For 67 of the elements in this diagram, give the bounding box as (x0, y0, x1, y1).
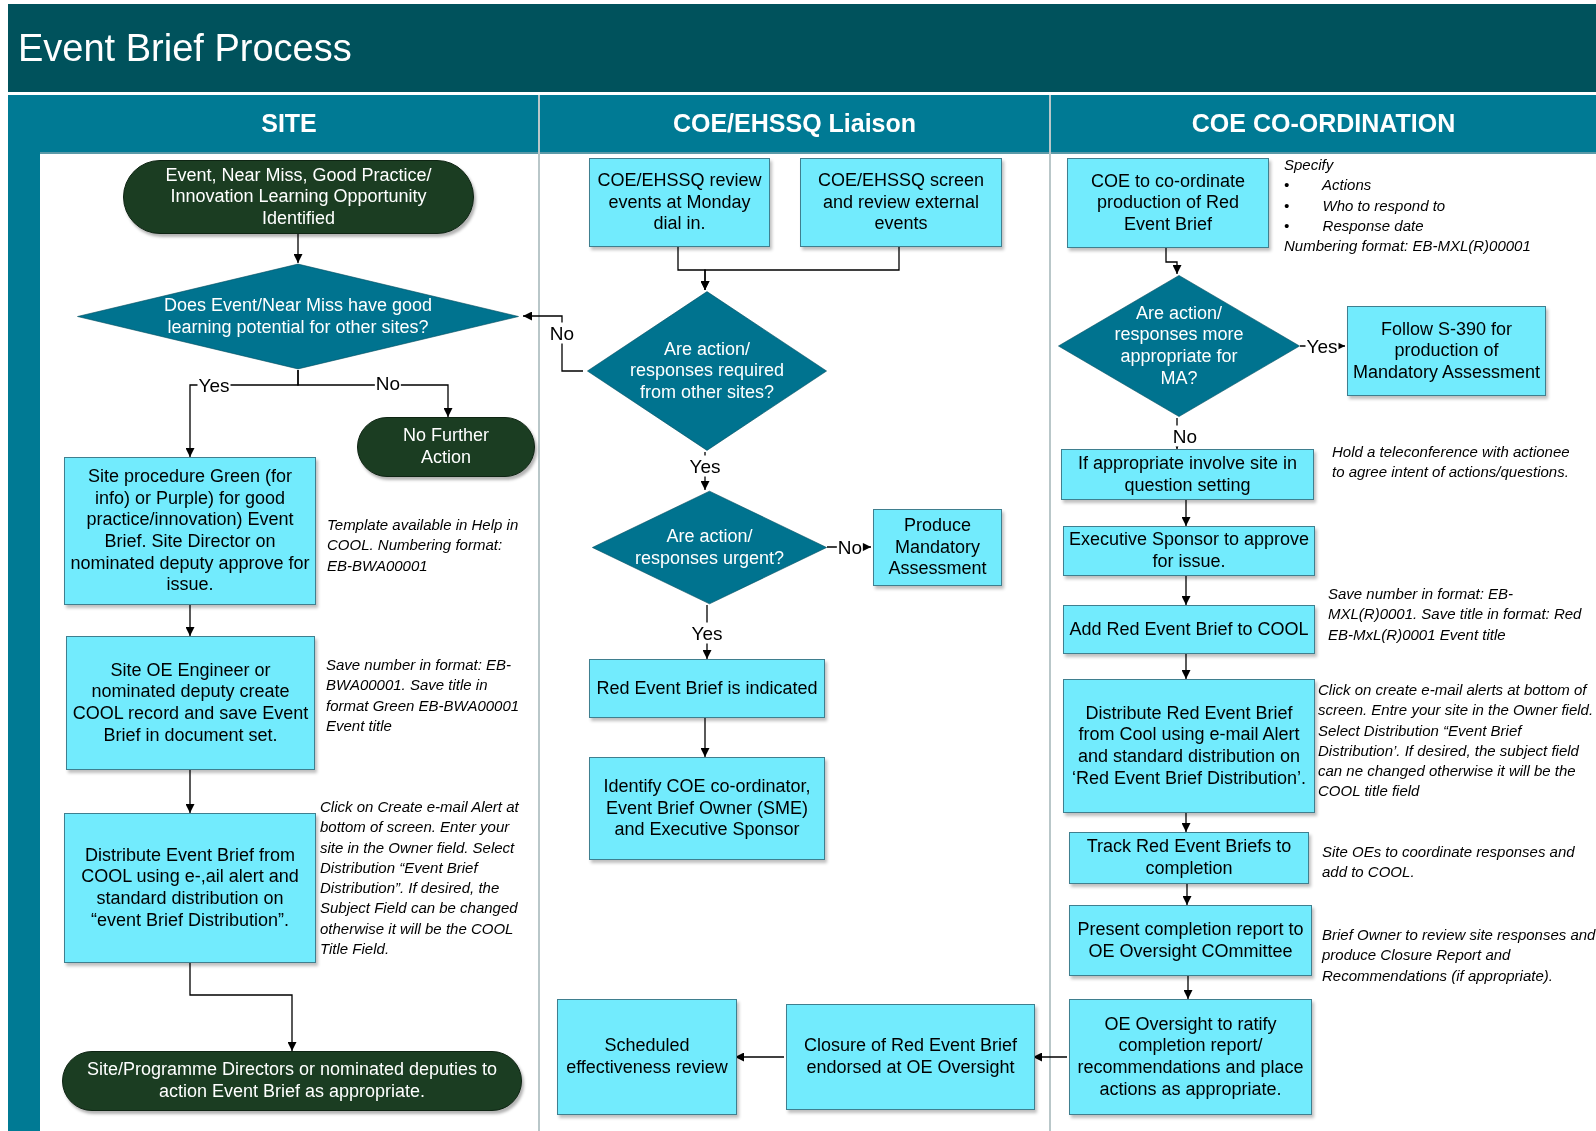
arrow (185, 604, 195, 637)
process-box: COE/EHSSQ review events at Monday dial in. (589, 158, 770, 247)
process-box: Present completion report to OE Oversight COmmittee (1069, 905, 1312, 976)
note-text: Hold a teleconference with actionee to agree intent of actions/questions. (1332, 442, 1571, 483)
note-text: Numbering format: EB-MXL(R)00001 (1284, 236, 1532, 256)
process-box: Site procedure Green (for info) or Purple) for good practice/innovation) Event Brief. Site Director on nominated deputy approve for issue. (64, 457, 316, 605)
process-box: OE Oversight to ratify completion report/ recommendations and place actions as appropriate. (1069, 999, 1312, 1115)
process-box: Executive Sponsor to approve for issue. (1063, 526, 1315, 576)
title: Event Brief Process (8, 4, 1596, 92)
arrow (700, 246, 900, 291)
arrow (1182, 883, 1192, 906)
note-text: Brief Owner to review site responses and produce Closure Report and Recommendations (if appropriate). (1322, 925, 1596, 986)
edge-label: Yes (690, 622, 724, 644)
arrow (826, 542, 872, 552)
lane-header: SITE (40, 95, 538, 154)
process-box: Distribute Event Brief from COOL using e-,ail alert and standard distribution on “event Brief Distribution”. (64, 813, 316, 963)
process-box: Follow S-390 for production of Mandatory Assessment (1347, 306, 1546, 396)
process-box: Site OE Engineer or nominated deputy create COOL record and save Event Brief in document set. (66, 636, 315, 770)
edge-label: Yes (688, 455, 722, 477)
process-box: Red Event Brief is indicated (589, 659, 825, 718)
swim-lane (8, 95, 538, 1131)
note-text: Click on Create e-mail Alert at bottom of screen. Enter your site in the Owner field. Select Distribution “Event Brief Distribution”. If desired, the Subject Field can be changed otherwise it will be the COOL Title Field. (320, 797, 520, 959)
note-text: Save number in format: EB-BWA00001. Save title in format Green EB-BWA00001 Event title (326, 655, 521, 736)
arrow (1032, 1052, 1068, 1062)
arrow (1165, 247, 1182, 275)
arrow (1181, 499, 1191, 527)
process-box: COE/EHSSQ screen and review external events (800, 158, 1002, 247)
lane-header: COE CO-ORDINATION (1051, 95, 1596, 154)
decision-diamond: Are action/ responses required from other sites? (585, 290, 829, 452)
note-text: Site OEs to coordinate responses and add to COOL. (1322, 842, 1576, 883)
arrow (1181, 653, 1191, 680)
process-box: Track Red Event Briefs to completion (1069, 832, 1309, 884)
bullet-item: • Who to respond to (1284, 195, 1447, 216)
swim-lane (1049, 95, 1596, 1131)
note-text: Specify (1284, 155, 1335, 175)
process-box: If appropriate involve site in question setting (1061, 449, 1314, 500)
edge-label: No (1171, 425, 1199, 447)
swim-lane (538, 95, 1049, 1131)
process-box: Produce Mandatory Assessment (873, 509, 1002, 586)
decision-diamond: Are action/ responses urgent? (590, 490, 829, 605)
arrow (1299, 341, 1346, 351)
note-text: Template available in Help in COOL. Numbering format: EB-BWA00001 (327, 515, 520, 576)
bullet-item: • Response date (1284, 215, 1425, 236)
arrow (522, 311, 584, 372)
process-box: Closure of Red Event Brief endorsed at OE Oversight (786, 1004, 1035, 1110)
arrow (700, 451, 710, 491)
lane-header: COE/EHSSQ Liaison (540, 95, 1049, 154)
arrow (700, 717, 710, 758)
edge-label: No (548, 322, 576, 344)
arrow (293, 233, 303, 264)
process-box: Identify COE co-ordinator, Event Brief Owner (SME) and Executive Sponsor (589, 757, 825, 860)
decision-diamond: Are action/ responses more appropriate for MA? (1056, 274, 1302, 418)
process-box: Distribute Red Event Brief from Cool using e-mail Alert and standard distribution on ‘Red Event Brief Distribution’. (1063, 679, 1315, 813)
process-box: COE to co-ordinate production of Red Event Brief (1067, 158, 1269, 248)
note-text: Click on create e-mail alerts at bottom of screen. Entre your site in the Owner field. Select Distribution “Event Brief Distribution’. If desired, the subject field can ne changed otherwise it will be the COOL title field (1318, 680, 1595, 802)
bullet-item: • Actions (1284, 175, 1373, 196)
arrow (185, 769, 195, 814)
arrow (702, 604, 712, 660)
arrow (734, 1052, 785, 1062)
arrow (1183, 975, 1193, 1000)
process-box: Scheduled effectiveness review (557, 999, 737, 1115)
arrow (189, 962, 297, 1052)
arrow (1181, 812, 1191, 833)
arrow (1181, 575, 1191, 606)
process-box: Add Red Event Brief to COOL (1063, 605, 1315, 654)
arrow (297, 369, 453, 418)
note-text: Save number in format: EB-MXL(R)0001. Save title in format: Red EB-MxL(R)0001 Event title (1328, 584, 1583, 645)
